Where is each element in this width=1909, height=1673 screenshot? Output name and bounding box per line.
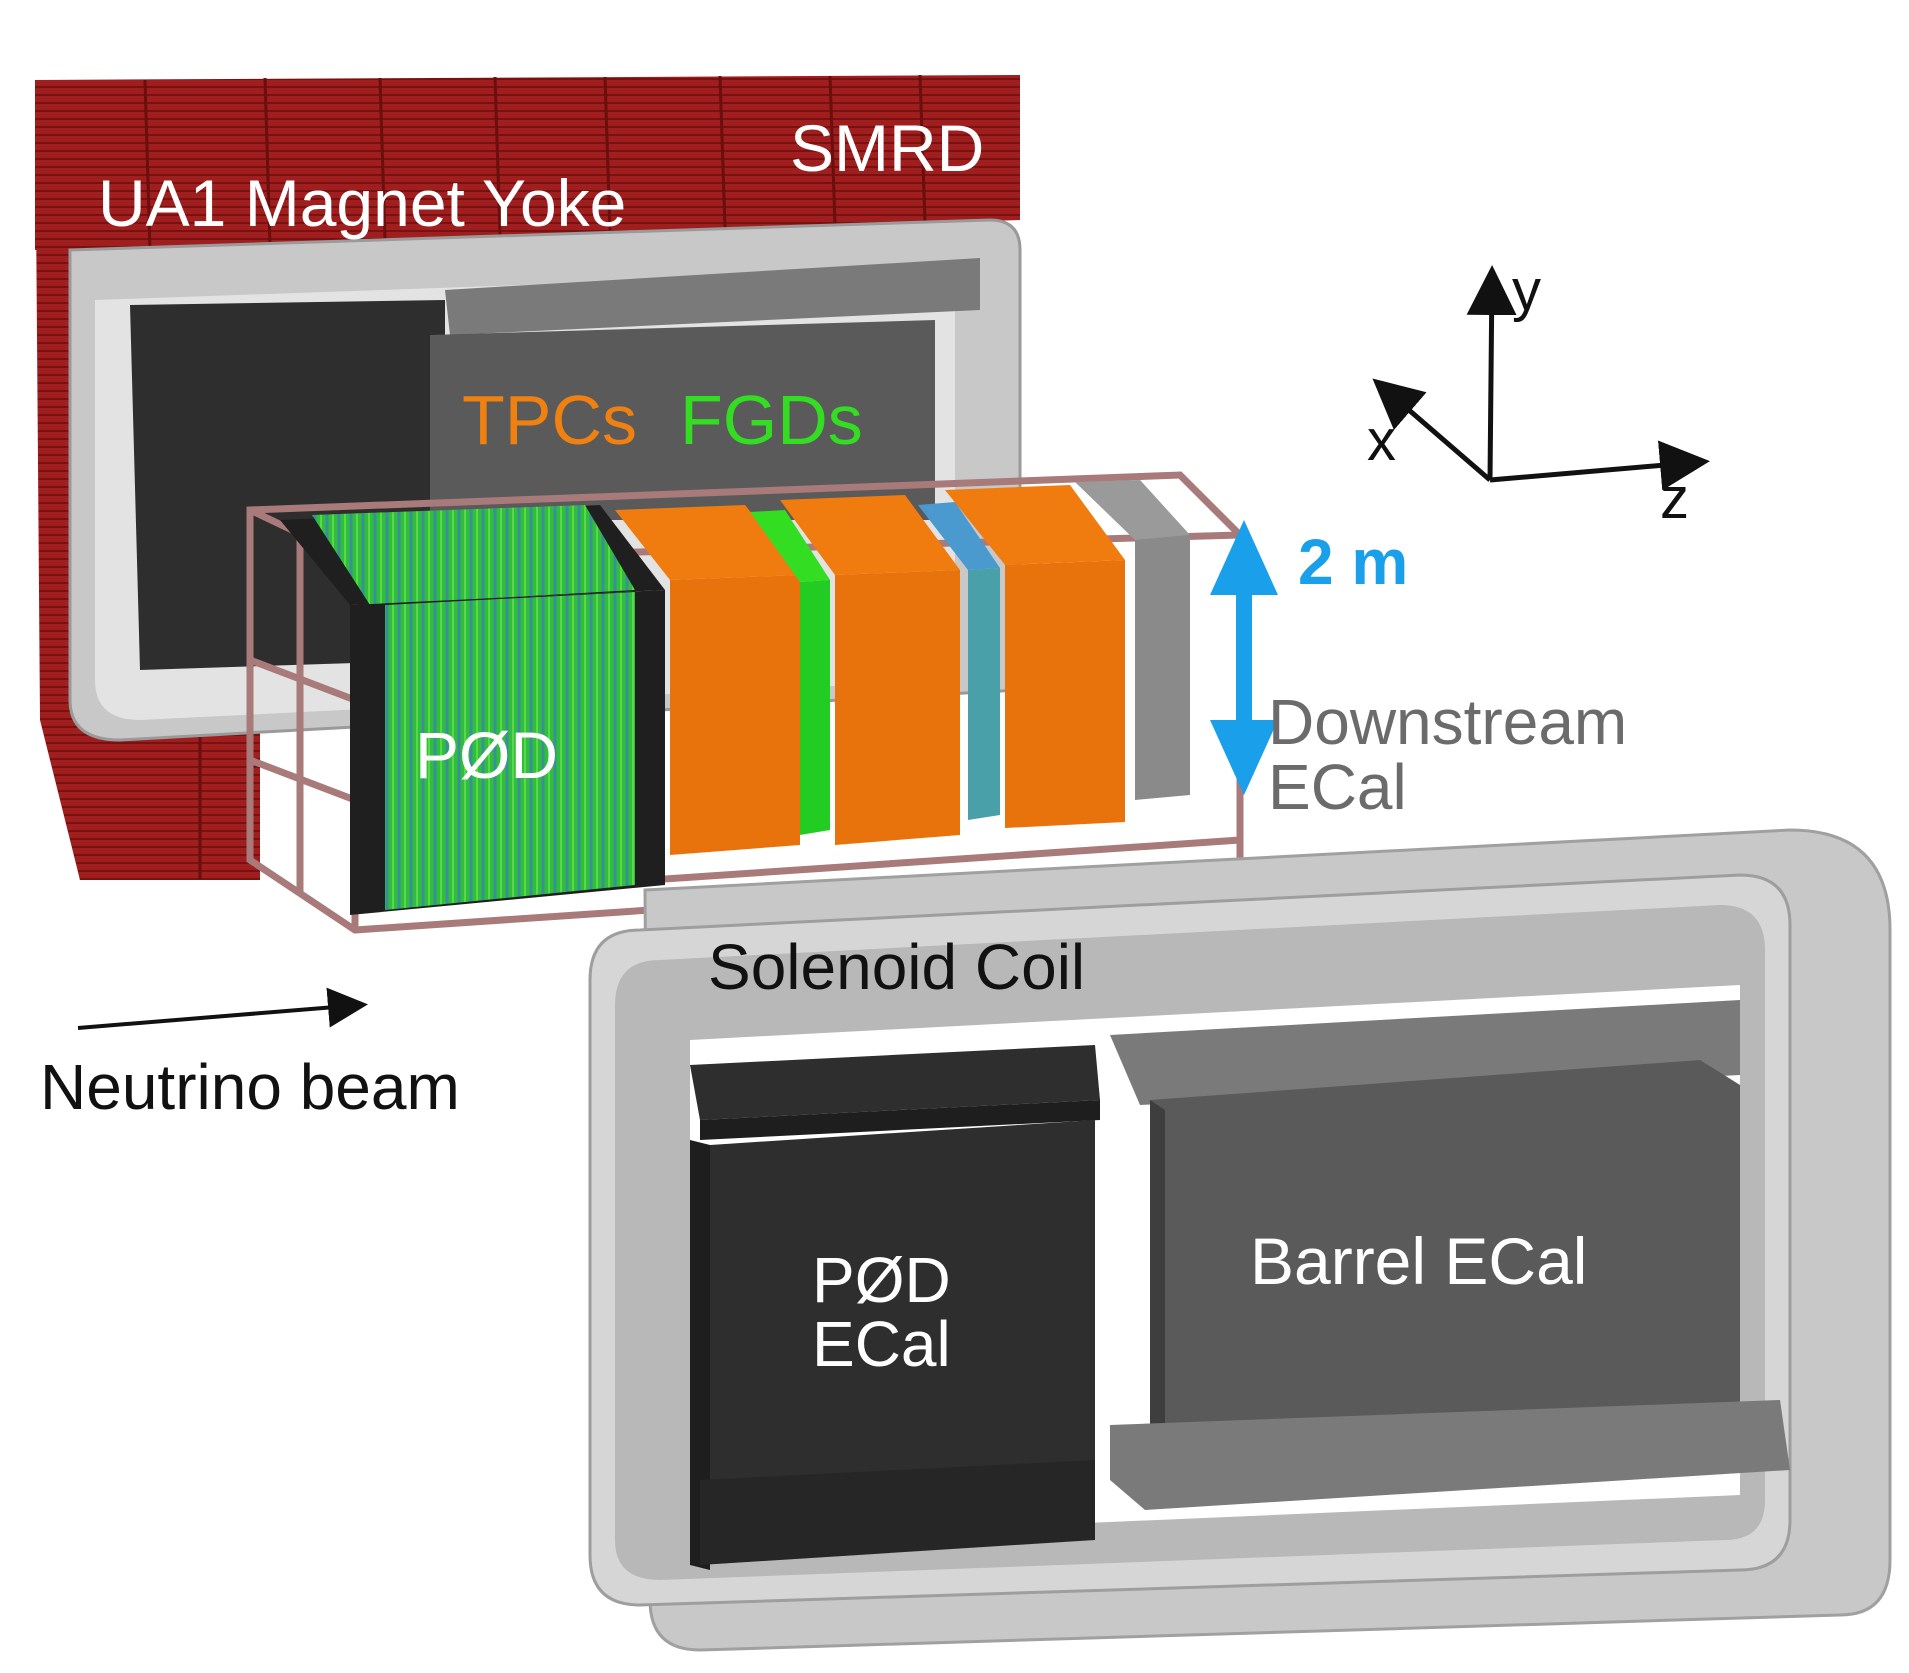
x-axis-label: x [1367,408,1396,473]
downstream-ecal-label: Downstream ECal [1268,686,1628,824]
pod-ecal-label: PØD ECal [812,1248,951,1376]
neutrino-beam-label: Neutrino beam [40,1051,460,1123]
pod-detector [280,505,665,915]
fgds-label: FGDs [680,381,863,459]
tracker [615,480,1190,855]
pod-ecal-label-line1: PØD [812,1244,951,1316]
magnet-yoke-label: UA1 Magnet Yoke [98,166,627,240]
scale-arrow [1210,520,1278,795]
front-coil [588,828,1892,1652]
neutrino-beam-arrow [77,987,368,1030]
y-axis-label: y [1512,258,1541,323]
z-axis-label: z [1660,466,1689,531]
axes-icon [1372,265,1710,491]
solenoid-coil-label: Solenoid Coil [708,931,1086,1003]
scale-label: 2 m [1298,526,1409,598]
pod-ecal-label-line2: ECal [812,1308,951,1380]
barrel-ecal-label: Barrel ECal [1250,1224,1588,1298]
downstream-ecal-label-line2: ECal [1268,751,1407,824]
pod-label: PØD [415,718,559,792]
downstream-ecal-label-line1: Downstream [1268,686,1628,758]
tpcs-label: TPCs [462,381,637,459]
smrd-label: SMRD [790,111,985,185]
